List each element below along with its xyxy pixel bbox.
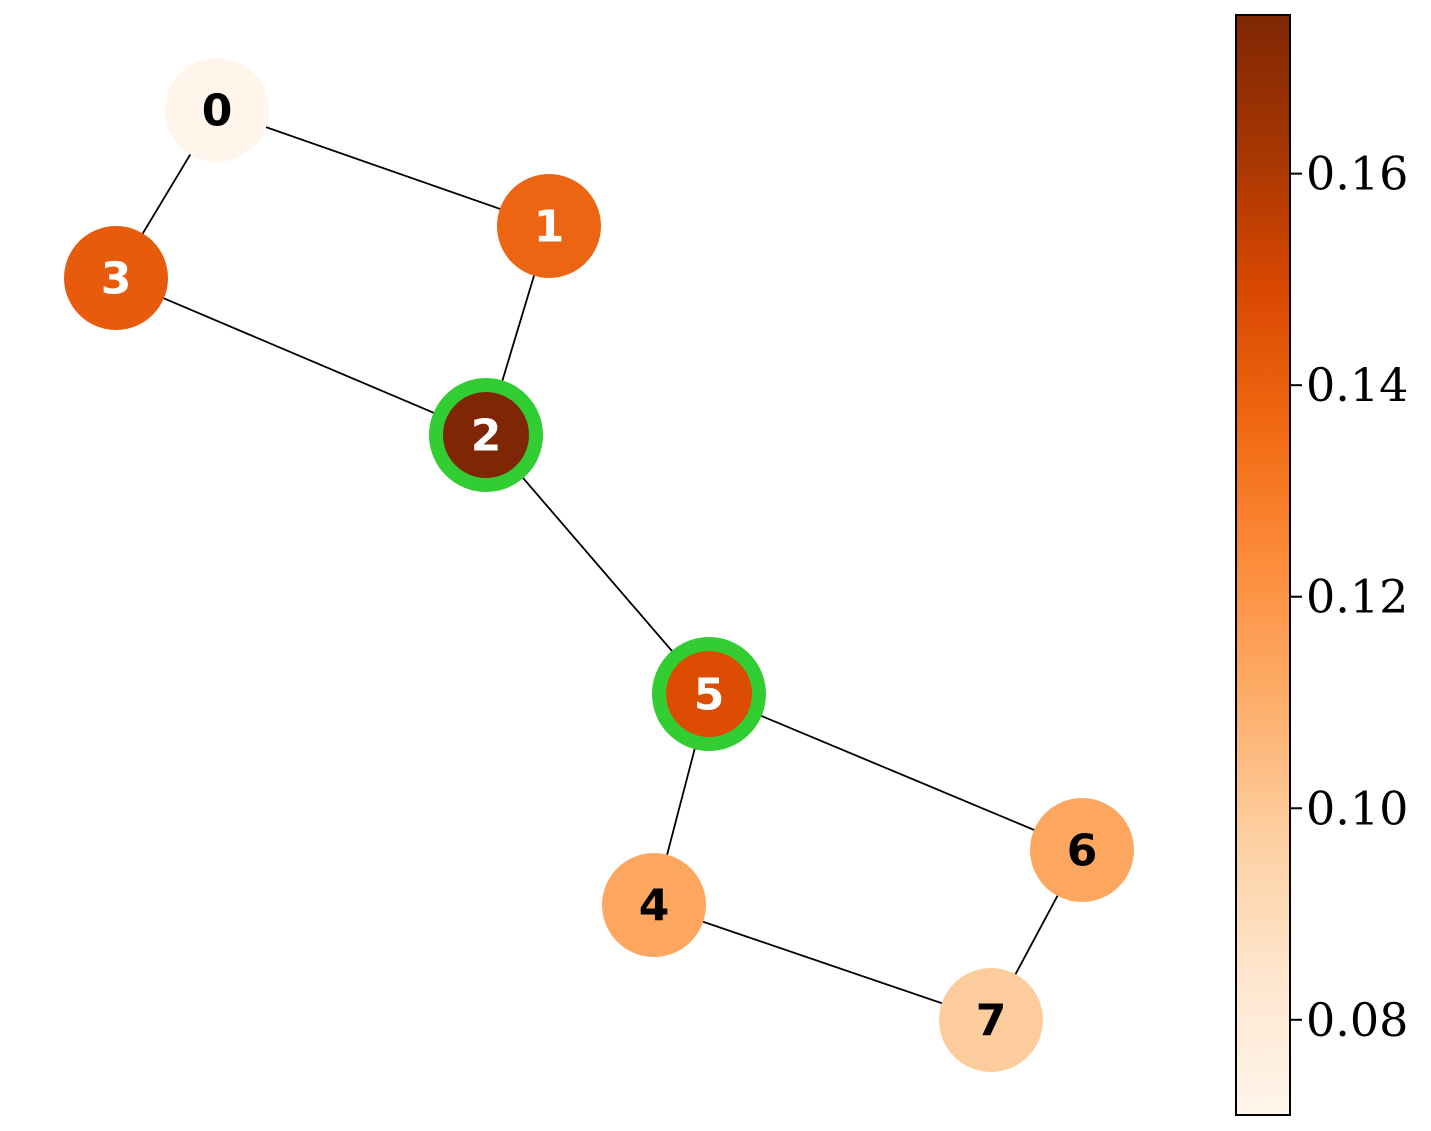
node-circle-5 (652, 637, 766, 751)
colorbar-tick-label-0.14: 0.14 (1306, 358, 1408, 412)
node-circle-0 (165, 58, 269, 162)
node-label-5: 5 (694, 670, 725, 721)
edge-0-1 (216, 109, 550, 227)
edge-3-2 (115, 277, 487, 436)
node-4: 4 (602, 853, 706, 957)
node-circle-6 (1030, 798, 1134, 902)
colorbar-tick-label-0.10: 0.10 (1306, 781, 1408, 835)
node-2: 2 (429, 378, 543, 492)
node-label-7: 7 (976, 996, 1007, 1047)
colorbar-tick-label-0.12: 0.12 (1306, 570, 1408, 624)
node-circle-2 (429, 378, 543, 492)
node-label-4: 4 (639, 881, 670, 932)
node-6: 6 (1030, 798, 1134, 902)
edges-layer (115, 109, 1083, 1021)
node-label-3: 3 (101, 254, 132, 305)
node-5: 5 (652, 637, 766, 751)
node-label-2: 2 (471, 411, 502, 462)
node-3: 3 (64, 226, 168, 330)
edge-4-7 (653, 904, 992, 1021)
colorbar-bar (1235, 14, 1291, 1116)
edge-5-6 (708, 693, 1083, 851)
colorbar-tick-label-0.16: 0.16 (1306, 147, 1408, 201)
colorbar: 0.08 0.10 0.12 0.14 0.16 (1235, 14, 1408, 1116)
node-label-1: 1 (534, 202, 565, 253)
node-circle-1 (497, 174, 601, 278)
node-label-0: 0 (202, 86, 233, 137)
node-label-6: 6 (1067, 826, 1098, 877)
node-7: 7 (939, 968, 1043, 1072)
nodes-layer: 0 1 2 3 4 5 6 7 (64, 58, 1134, 1072)
node-0: 0 (165, 58, 269, 162)
colorbar-ticks: 0.08 0.10 0.12 0.14 0.16 (1290, 147, 1408, 1047)
node-1: 1 (497, 174, 601, 278)
colorbar-tick-label-0.08: 0.08 (1306, 993, 1408, 1047)
node-circle-7 (939, 968, 1043, 1072)
node-circle-3 (64, 226, 168, 330)
node-circle-4 (602, 853, 706, 957)
